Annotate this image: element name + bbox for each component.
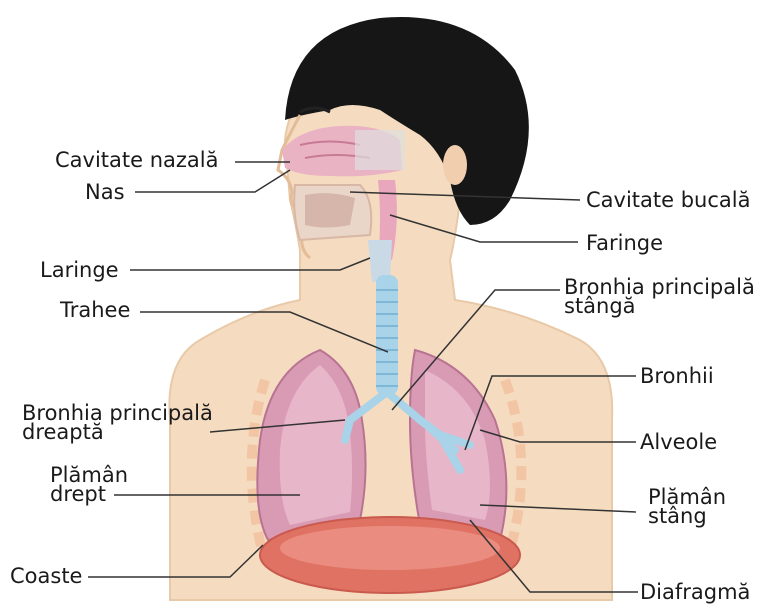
label-nose: Nas (85, 182, 125, 203)
label-ribs: Coaste (10, 566, 82, 587)
label-right-lung-line2: drept (50, 485, 128, 504)
label-diaphragm: Diafragmă (640, 582, 750, 603)
label-nasal-cavity: Cavitate nazală (55, 150, 219, 171)
label-left-main-bronchus-line2: stângă (564, 297, 755, 316)
label-bronchi: Bronhii (640, 366, 714, 387)
label-pharynx: Faringe (586, 233, 663, 254)
label-left-main-bronchus: Bronhia principală stângă (564, 278, 755, 316)
ear (443, 145, 467, 185)
label-oral-cavity: Cavitate bucală (586, 190, 750, 211)
label-alveoli: Alveole (640, 432, 717, 453)
label-trachea: Trahee (60, 300, 130, 321)
label-right-main-bronchus-line2: dreaptă (22, 423, 213, 442)
label-left-lung-line2: stâng (648, 507, 726, 526)
trachea (376, 275, 398, 395)
label-right-lung: Plămân drept (50, 466, 128, 504)
label-left-lung: Plămân stâng (648, 488, 726, 526)
label-larynx: Laringe (40, 260, 119, 281)
label-right-main-bronchus: Bronhia principală dreaptă (22, 404, 213, 442)
